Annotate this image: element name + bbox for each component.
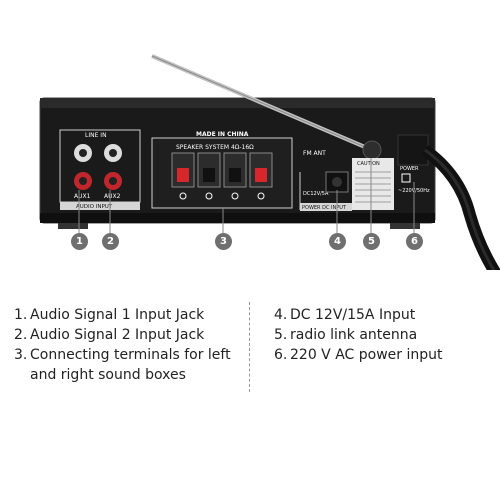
callout-3: 3 — [215, 233, 232, 250]
made-in-label: MADE IN CHINA — [196, 131, 249, 138]
callout-1: 1 — [71, 233, 88, 250]
legend-divider — [249, 302, 250, 392]
power-cord — [397, 134, 500, 270]
caution-label: CAUTION — [357, 161, 380, 167]
right-positive-terminal[interactable] — [255, 168, 267, 182]
legend-item-1: 1.Audio Signal 1 Input Jack — [14, 307, 205, 323]
callout-5: 5 — [363, 233, 380, 250]
legend-item-3-cont: and right sound boxes — [30, 367, 186, 383]
callout-6: 6 — [406, 233, 423, 250]
callout-2: 2 — [102, 233, 119, 250]
aux1-label: AUX1 — [74, 193, 91, 200]
amplifier-back-panel: MADE IN CHINA LINE IN AUX1 AUX2 AUDIO IN… — [39, 54, 500, 270]
aux2-white-jack[interactable] — [104, 144, 122, 162]
legend-item-3: 3.Connecting terminals for left — [14, 347, 231, 363]
line-in-label: LINE IN — [85, 132, 107, 139]
legend-right: 4.DC 12V/15A Input 5.radio link antenna … — [274, 305, 443, 365]
legend-item-2: 2.Audio Signal 2 Input Jack — [14, 327, 205, 343]
callout-4: 4 — [329, 233, 346, 250]
power-label: POWER — [400, 166, 419, 172]
caution-label-block: CAUTION — [352, 158, 394, 210]
dc-input-block: DC12V/5A POWER DC INPUT — [299, 171, 352, 211]
right-negative-terminal[interactable] — [229, 168, 241, 182]
aux2-red-jack[interactable] — [104, 172, 122, 190]
callout-leaders — [78, 158, 415, 233]
speaker-system-label: SPEAKER SYSTEM 4Ω-16Ω — [176, 144, 254, 151]
left-positive-terminal[interactable] — [177, 168, 189, 182]
aux1-white-jack[interactable] — [74, 144, 92, 162]
audio-input-label: AUDIO INPUT — [76, 204, 113, 210]
power-dc-input-label: POWER DC INPUT — [302, 205, 347, 211]
line-in-block: LINE IN AUX1 AUX2 AUDIO INPUT — [59, 129, 141, 210]
aux2-label: AUX2 — [104, 193, 121, 200]
power-switch[interactable] — [401, 173, 411, 183]
aux1-red-jack[interactable] — [74, 172, 92, 190]
legend-left: 1.Audio Signal 1 Input Jack 2.Audio Sign… — [14, 305, 231, 385]
dc-rating-label: DC12V/5A — [303, 191, 329, 197]
antenna[interactable] — [151, 54, 382, 160]
left-negative-terminal[interactable] — [203, 168, 215, 182]
legend-item-5: 5.radio link antenna — [274, 327, 418, 343]
fm-ant-label: FM ANT — [303, 150, 326, 157]
legend-item-4: 4.DC 12V/15A Input — [274, 307, 416, 323]
dc-power-jack[interactable] — [325, 171, 349, 193]
legend-item-6: 6.220 V AC power input — [274, 347, 443, 363]
speaker-terminal-block: SPEAKER SYSTEM 4Ω-16Ω — [151, 137, 293, 209]
